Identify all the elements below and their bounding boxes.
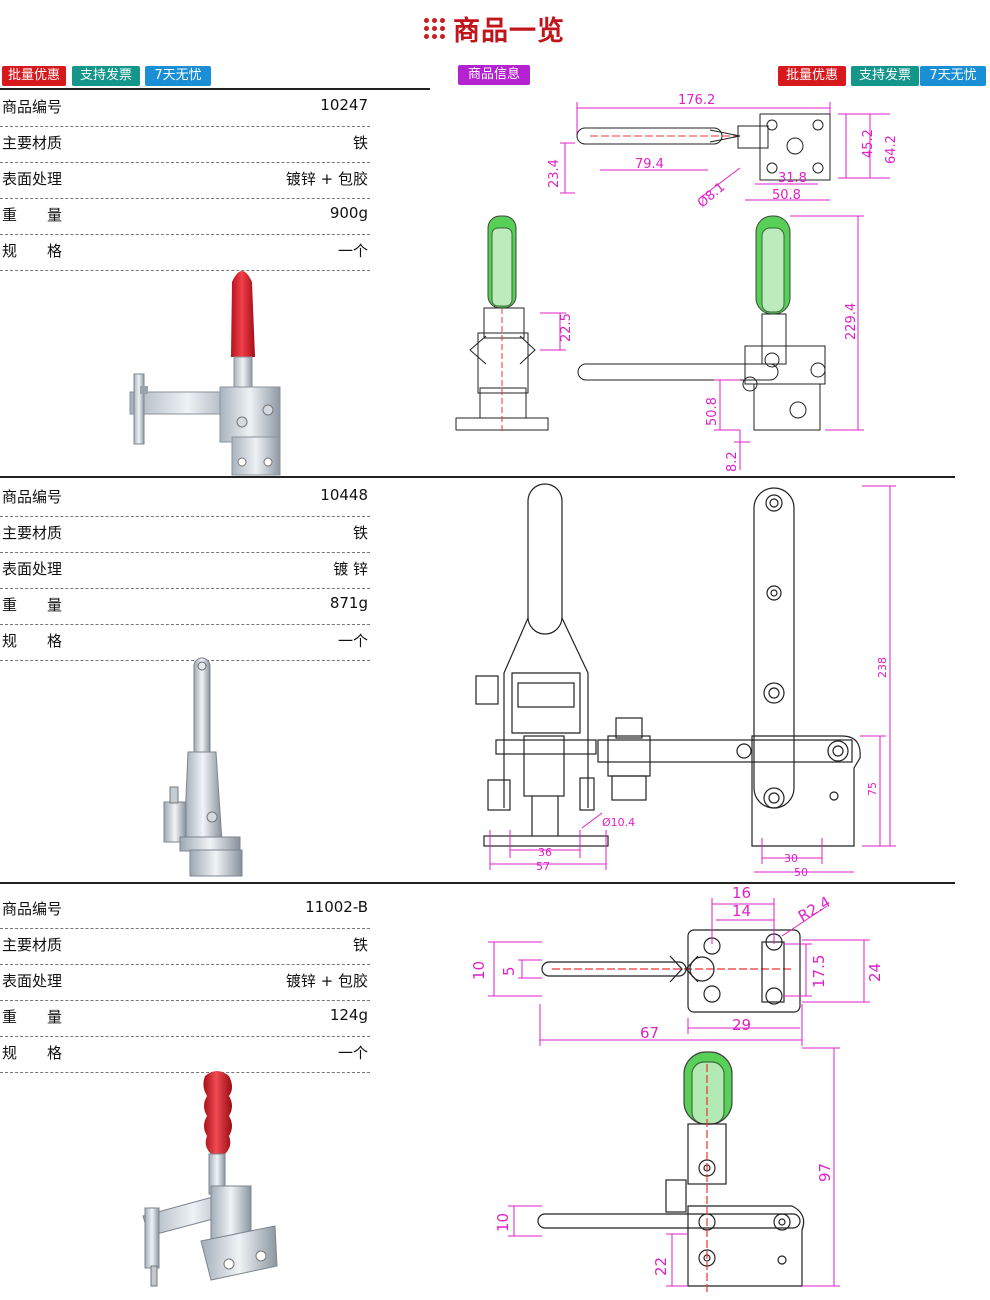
dim-label: 67 — [640, 1024, 659, 1042]
spec-label: 主要材质 — [2, 936, 63, 954]
header-divider — [0, 88, 430, 90]
spec-label: 规 格 — [2, 632, 63, 650]
badge-product-info[interactable]: 商品信息 — [458, 65, 530, 85]
dim-label: 229.4 — [844, 303, 859, 340]
dim-label: Ø8.1 — [695, 180, 728, 211]
dim-label: 79.4 — [635, 157, 664, 172]
dots-icon — [424, 17, 445, 39]
dim-label: 64.2 — [884, 135, 899, 164]
product-photo-10247 — [129, 271, 281, 476]
spec-label: 规 格 — [2, 242, 63, 260]
spec-value: 10247 — [320, 96, 368, 114]
technical-drawing-10247: 176.2 45.2 64.2 23.4 79.4 Ø8.1 31.8 50.8 — [455, 93, 899, 472]
spec-value: 镀锌 + 包胶 — [285, 170, 368, 188]
dim-label: 36 — [538, 846, 552, 859]
spec-row-code: 商品编号 10247 — [0, 90, 370, 127]
section-divider — [0, 882, 955, 884]
dim-label: 23.4 — [547, 159, 562, 188]
spec-row-weight: 重 量 900g — [0, 198, 370, 235]
spec-row-material: 主要材质 铁 — [0, 516, 370, 553]
dim-label: 14 — [732, 902, 751, 920]
page-header: 商品一览 — [0, 0, 990, 58]
spec-label: 规 格 — [2, 1044, 63, 1062]
dim-label: 22 — [652, 1257, 670, 1276]
badge-7day-right[interactable]: 7天无忧 — [920, 66, 986, 86]
spec-label: 主要材质 — [2, 134, 63, 152]
spec-value: 124g — [329, 1006, 368, 1024]
spec-label: 重 量 — [2, 596, 63, 614]
spec-row-spec: 规 格 一个 — [0, 624, 370, 661]
spec-row-weight: 重 量 871g — [0, 588, 370, 625]
spec-value: 一个 — [337, 1044, 368, 1062]
page-title: 商品一览 — [453, 15, 565, 47]
dim-label: 30 — [784, 852, 798, 865]
dim-label: 10 — [470, 961, 488, 980]
dim-label: 45.2 — [861, 129, 876, 158]
spec-label: 主要材质 — [2, 524, 63, 542]
technical-drawing-11002-B: 16 14 R2.4 10 5 17.5 24 67 29 97 10 22 — [470, 884, 882, 1294]
spec-row-finish: 表面处理 镀 锌 — [0, 552, 370, 589]
spec-value: 镀 锌 — [333, 560, 368, 578]
spec-row-material: 主要材质 铁 — [0, 928, 370, 965]
product-photo-11002-B — [142, 1071, 278, 1287]
spec-value: 一个 — [337, 632, 368, 650]
spec-row-spec: 规 格 一个 — [0, 1036, 370, 1073]
badge-bulk-discount-right[interactable]: 批量优惠 — [778, 66, 846, 86]
badge-7day-left[interactable]: 7天无忧 — [145, 66, 211, 86]
spec-value: 11002-B — [305, 898, 368, 916]
spec-label: 表面处理 — [2, 560, 63, 578]
spec-label: 重 量 — [2, 1008, 63, 1026]
spec-row-code: 商品编号 11002-B — [0, 892, 370, 929]
dim-label: R2.4 — [795, 893, 834, 926]
spec-value: 871g — [329, 594, 368, 612]
spec-label: 表面处理 — [2, 170, 63, 188]
spec-row-material: 主要材质 铁 — [0, 126, 370, 163]
dim-label: 5 — [500, 966, 518, 976]
spec-label: 商品编号 — [2, 900, 63, 918]
spec-label: 重 量 — [2, 206, 63, 224]
dim-label: 238 — [876, 657, 889, 678]
spec-value: 900g — [329, 204, 368, 222]
dim-label: 24 — [866, 963, 882, 982]
title-group: 商品一览 — [424, 10, 565, 47]
badge-bulk-discount-left[interactable]: 批量优惠 — [2, 66, 66, 86]
dim-label: 50.8 — [705, 397, 720, 426]
spec-value: 铁 — [352, 936, 368, 954]
badge-invoice-left[interactable]: 支持发票 — [72, 66, 140, 86]
spec-label: 商品编号 — [2, 488, 63, 506]
spec-label: 表面处理 — [2, 972, 63, 990]
dim-label: Ø10.4 — [602, 816, 635, 829]
spec-row-code: 商品编号 10448 — [0, 480, 370, 517]
dim-label: 97 — [816, 1163, 834, 1182]
dim-label: 50 — [794, 866, 808, 878]
dim-label: 22.5 — [559, 313, 574, 342]
dim-label: 176.2 — [678, 93, 715, 108]
spec-value: 铁 — [352, 134, 368, 152]
spec-value: 镀锌 + 包胶 — [285, 972, 368, 990]
technical-drawing-10448: 238 75 Ø10.4 36 57 30 50 — [475, 483, 896, 878]
spec-label: 商品编号 — [2, 98, 63, 116]
badge-invoice-right[interactable]: 支持发票 — [851, 66, 919, 86]
product-photo-10448 — [163, 657, 243, 877]
dim-label: 75 — [866, 782, 879, 796]
dim-label: 8.2 — [725, 451, 740, 472]
spec-value: 铁 — [352, 524, 368, 542]
spec-value: 一个 — [337, 242, 368, 260]
spec-row-finish: 表面处理 镀锌 + 包胶 — [0, 964, 370, 1001]
dim-label: 16 — [732, 884, 751, 902]
spec-row-finish: 表面处理 镀锌 + 包胶 — [0, 162, 370, 199]
dim-label: 17.5 — [810, 955, 828, 988]
dim-label: 57 — [536, 860, 550, 873]
spec-value: 10448 — [320, 486, 368, 504]
dim-label: 10 — [494, 1213, 512, 1232]
dim-label: 50.8 — [772, 188, 801, 203]
dim-label: 31.8 — [778, 171, 807, 186]
spec-row-weight: 重 量 124g — [0, 1000, 370, 1037]
dim-label: 29 — [732, 1016, 751, 1034]
section-divider — [0, 476, 955, 478]
spec-row-spec: 规 格 一个 — [0, 234, 370, 271]
